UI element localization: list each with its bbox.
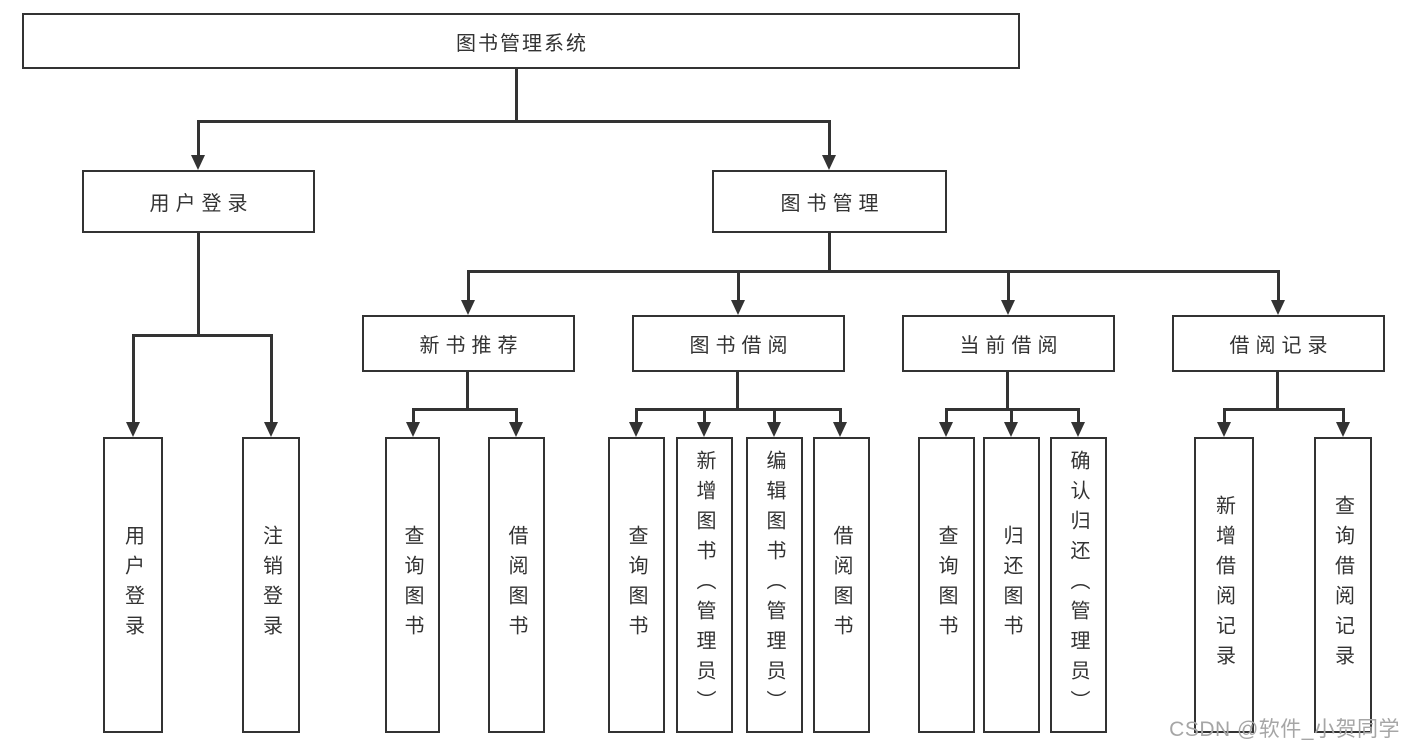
connector-line xyxy=(1276,371,1279,410)
arrowhead-down-icon xyxy=(1336,422,1350,437)
arrowhead-down-icon xyxy=(697,422,711,437)
leaf-return-books: 归还图书 xyxy=(983,437,1040,733)
connector-line xyxy=(515,68,518,122)
arrowhead-down-icon xyxy=(1071,422,1085,437)
connector-line xyxy=(515,408,518,424)
connector-line xyxy=(828,232,831,272)
node-root: 图书管理系统 xyxy=(22,13,1020,69)
arrowhead-down-icon xyxy=(1001,300,1015,315)
node-book-borrow: 图书借阅 xyxy=(632,315,845,372)
leaf-confirm-return-admin: 确认归还（管理员） xyxy=(1050,437,1107,733)
connector-line xyxy=(828,120,831,158)
arrowhead-down-icon xyxy=(264,422,278,437)
connector-line xyxy=(703,408,706,424)
connector-line xyxy=(773,408,776,424)
connector-line xyxy=(197,120,830,123)
connector-line xyxy=(270,334,273,424)
leaf-borrow-books: 借阅图书 xyxy=(813,437,870,733)
leaf-edit-book-admin: 编辑图书（管理员） xyxy=(746,437,803,733)
leaf-user-login: 用户登录 xyxy=(103,437,163,733)
leaf-query-books-current: 查询图书 xyxy=(918,437,975,733)
arrowhead-down-icon xyxy=(833,422,847,437)
connector-line xyxy=(736,371,739,410)
leaf-query-books-recommend: 查询图书 xyxy=(385,437,440,733)
node-book-management: 图书管理 xyxy=(712,170,947,233)
connector-line xyxy=(1007,270,1010,302)
connector-line xyxy=(635,408,841,411)
connector-line xyxy=(1223,408,1343,411)
node-borrow-records: 借阅记录 xyxy=(1172,315,1385,372)
connector-line xyxy=(197,232,200,336)
connector-line xyxy=(412,408,415,424)
leaf-borrow-books-recommend: 借阅图书 xyxy=(488,437,545,733)
connector-line xyxy=(1277,270,1280,302)
connector-line xyxy=(1342,408,1345,424)
connector-line xyxy=(132,334,272,337)
connector-line xyxy=(737,270,740,302)
connector-line xyxy=(1006,371,1009,410)
arrowhead-down-icon xyxy=(1004,422,1018,437)
arrowhead-down-icon xyxy=(1271,300,1285,315)
arrowhead-down-icon xyxy=(939,422,953,437)
connector-line xyxy=(412,408,517,411)
arrowhead-down-icon xyxy=(461,300,475,315)
arrowhead-down-icon xyxy=(731,300,745,315)
arrowhead-down-icon xyxy=(509,422,523,437)
node-new-book-recommend: 新书推荐 xyxy=(362,315,575,372)
connector-line xyxy=(467,270,1279,273)
connector-line xyxy=(945,408,948,424)
leaf-query-borrow-record: 查询借阅记录 xyxy=(1314,437,1372,733)
leaf-add-borrow-record: 新增借阅记录 xyxy=(1194,437,1254,733)
leaf-query-books-borrow: 查询图书 xyxy=(608,437,665,733)
arrowhead-down-icon xyxy=(822,155,836,170)
connector-line xyxy=(839,408,842,424)
arrowhead-down-icon xyxy=(629,422,643,437)
connector-line xyxy=(1077,408,1080,424)
arrowhead-down-icon xyxy=(406,422,420,437)
connector-line xyxy=(466,371,469,410)
connector-line xyxy=(1223,408,1226,424)
connector-line xyxy=(467,270,470,302)
arrowhead-down-icon xyxy=(191,155,205,170)
leaf-add-book-admin: 新增图书（管理员） xyxy=(676,437,733,733)
connector-line xyxy=(1010,408,1013,424)
node-user-login: 用户登录 xyxy=(82,170,315,233)
csdn-watermark: CSDN @软件_小贺同学 xyxy=(1169,718,1400,741)
arrowhead-down-icon xyxy=(1217,422,1231,437)
connector-line xyxy=(197,120,200,158)
leaf-logout: 注销登录 xyxy=(242,437,300,733)
connector-line xyxy=(635,408,638,424)
connector-line xyxy=(132,334,135,424)
node-current-borrow: 当前借阅 xyxy=(902,315,1115,372)
arrowhead-down-icon xyxy=(767,422,781,437)
arrowhead-down-icon xyxy=(126,422,140,437)
